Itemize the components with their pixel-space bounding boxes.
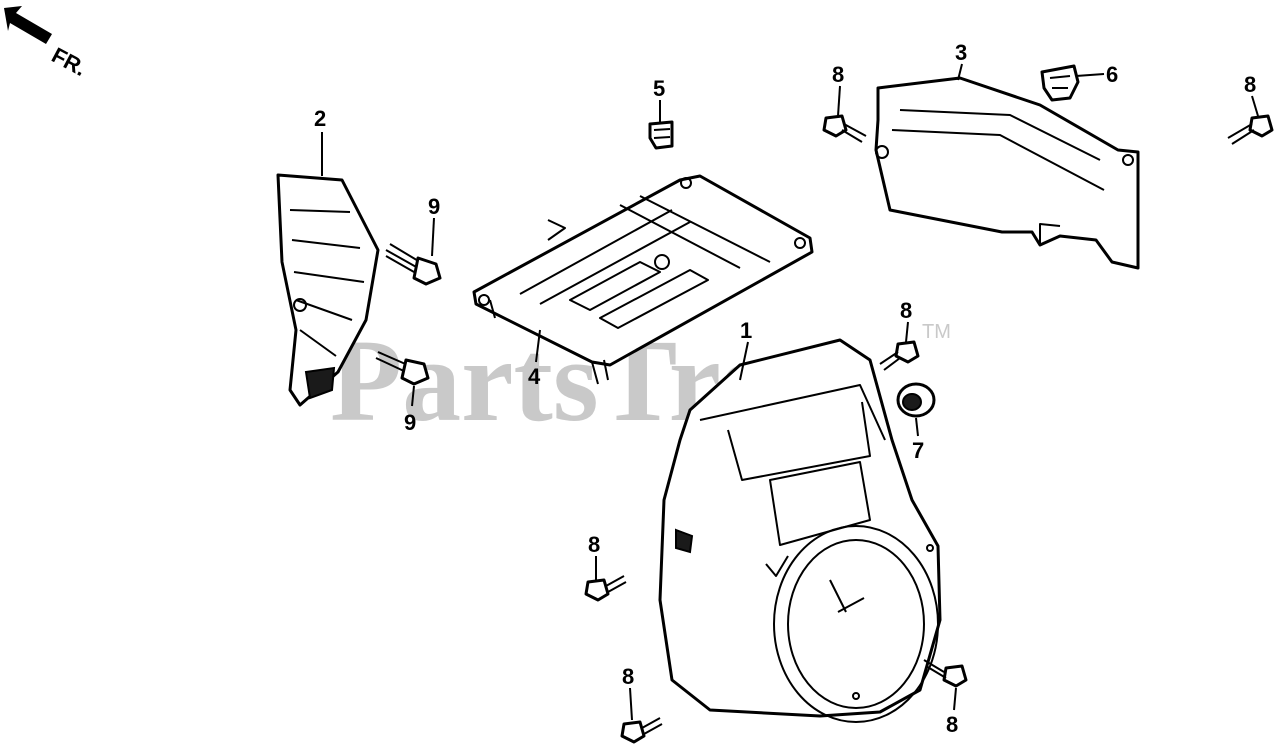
part-1-fan-shroud[interactable]	[658, 338, 942, 723]
bolt-8-mid[interactable]	[879, 340, 920, 371]
callout-8-top-left: 8	[832, 62, 844, 87]
bolt-8-top-right[interactable]	[1227, 114, 1274, 145]
bolt-8-left-lower[interactable]	[584, 575, 627, 602]
bolt-8-bottom-left[interactable]	[620, 717, 663, 744]
part-7-grommet[interactable]	[896, 382, 936, 418]
bolt-8-top-left[interactable]	[822, 114, 867, 143]
leader-lines	[321, 63, 1259, 721]
callout-4: 4	[528, 364, 541, 389]
callout-5: 5	[653, 76, 665, 101]
callout-8-left-lower: 8	[588, 532, 600, 557]
callout-8-mid: 8	[900, 298, 912, 323]
callout-9-upper: 9	[428, 194, 440, 219]
callout-8-bottom-left: 8	[622, 664, 634, 689]
callout-3: 3	[955, 40, 967, 65]
bolt-9-upper[interactable]	[385, 243, 442, 286]
front-direction-arrow-icon	[4, 6, 52, 44]
bolt-9-lower[interactable]	[375, 351, 430, 386]
direction-label: FR.	[48, 42, 91, 81]
part-4-bottom-plate[interactable]	[472, 174, 814, 385]
part-5-grommet[interactable]	[648, 120, 674, 150]
part-3-top-cover[interactable]	[874, 76, 1140, 270]
callout-2: 2	[314, 106, 326, 131]
callout-6: 6	[1106, 62, 1118, 87]
part-6-clip[interactable]	[1040, 64, 1080, 102]
watermark-trademark: TM	[922, 321, 951, 343]
callout-8-bottom-right: 8	[946, 712, 958, 737]
callout-9-lower: 9	[404, 410, 416, 435]
callout-7: 7	[912, 438, 924, 463]
bolt-8-bottom-right[interactable]	[923, 659, 968, 688]
callout-1: 1	[740, 318, 752, 343]
part-2-side-shroud[interactable]	[276, 173, 380, 407]
callout-8-top-right: 8	[1244, 72, 1256, 97]
